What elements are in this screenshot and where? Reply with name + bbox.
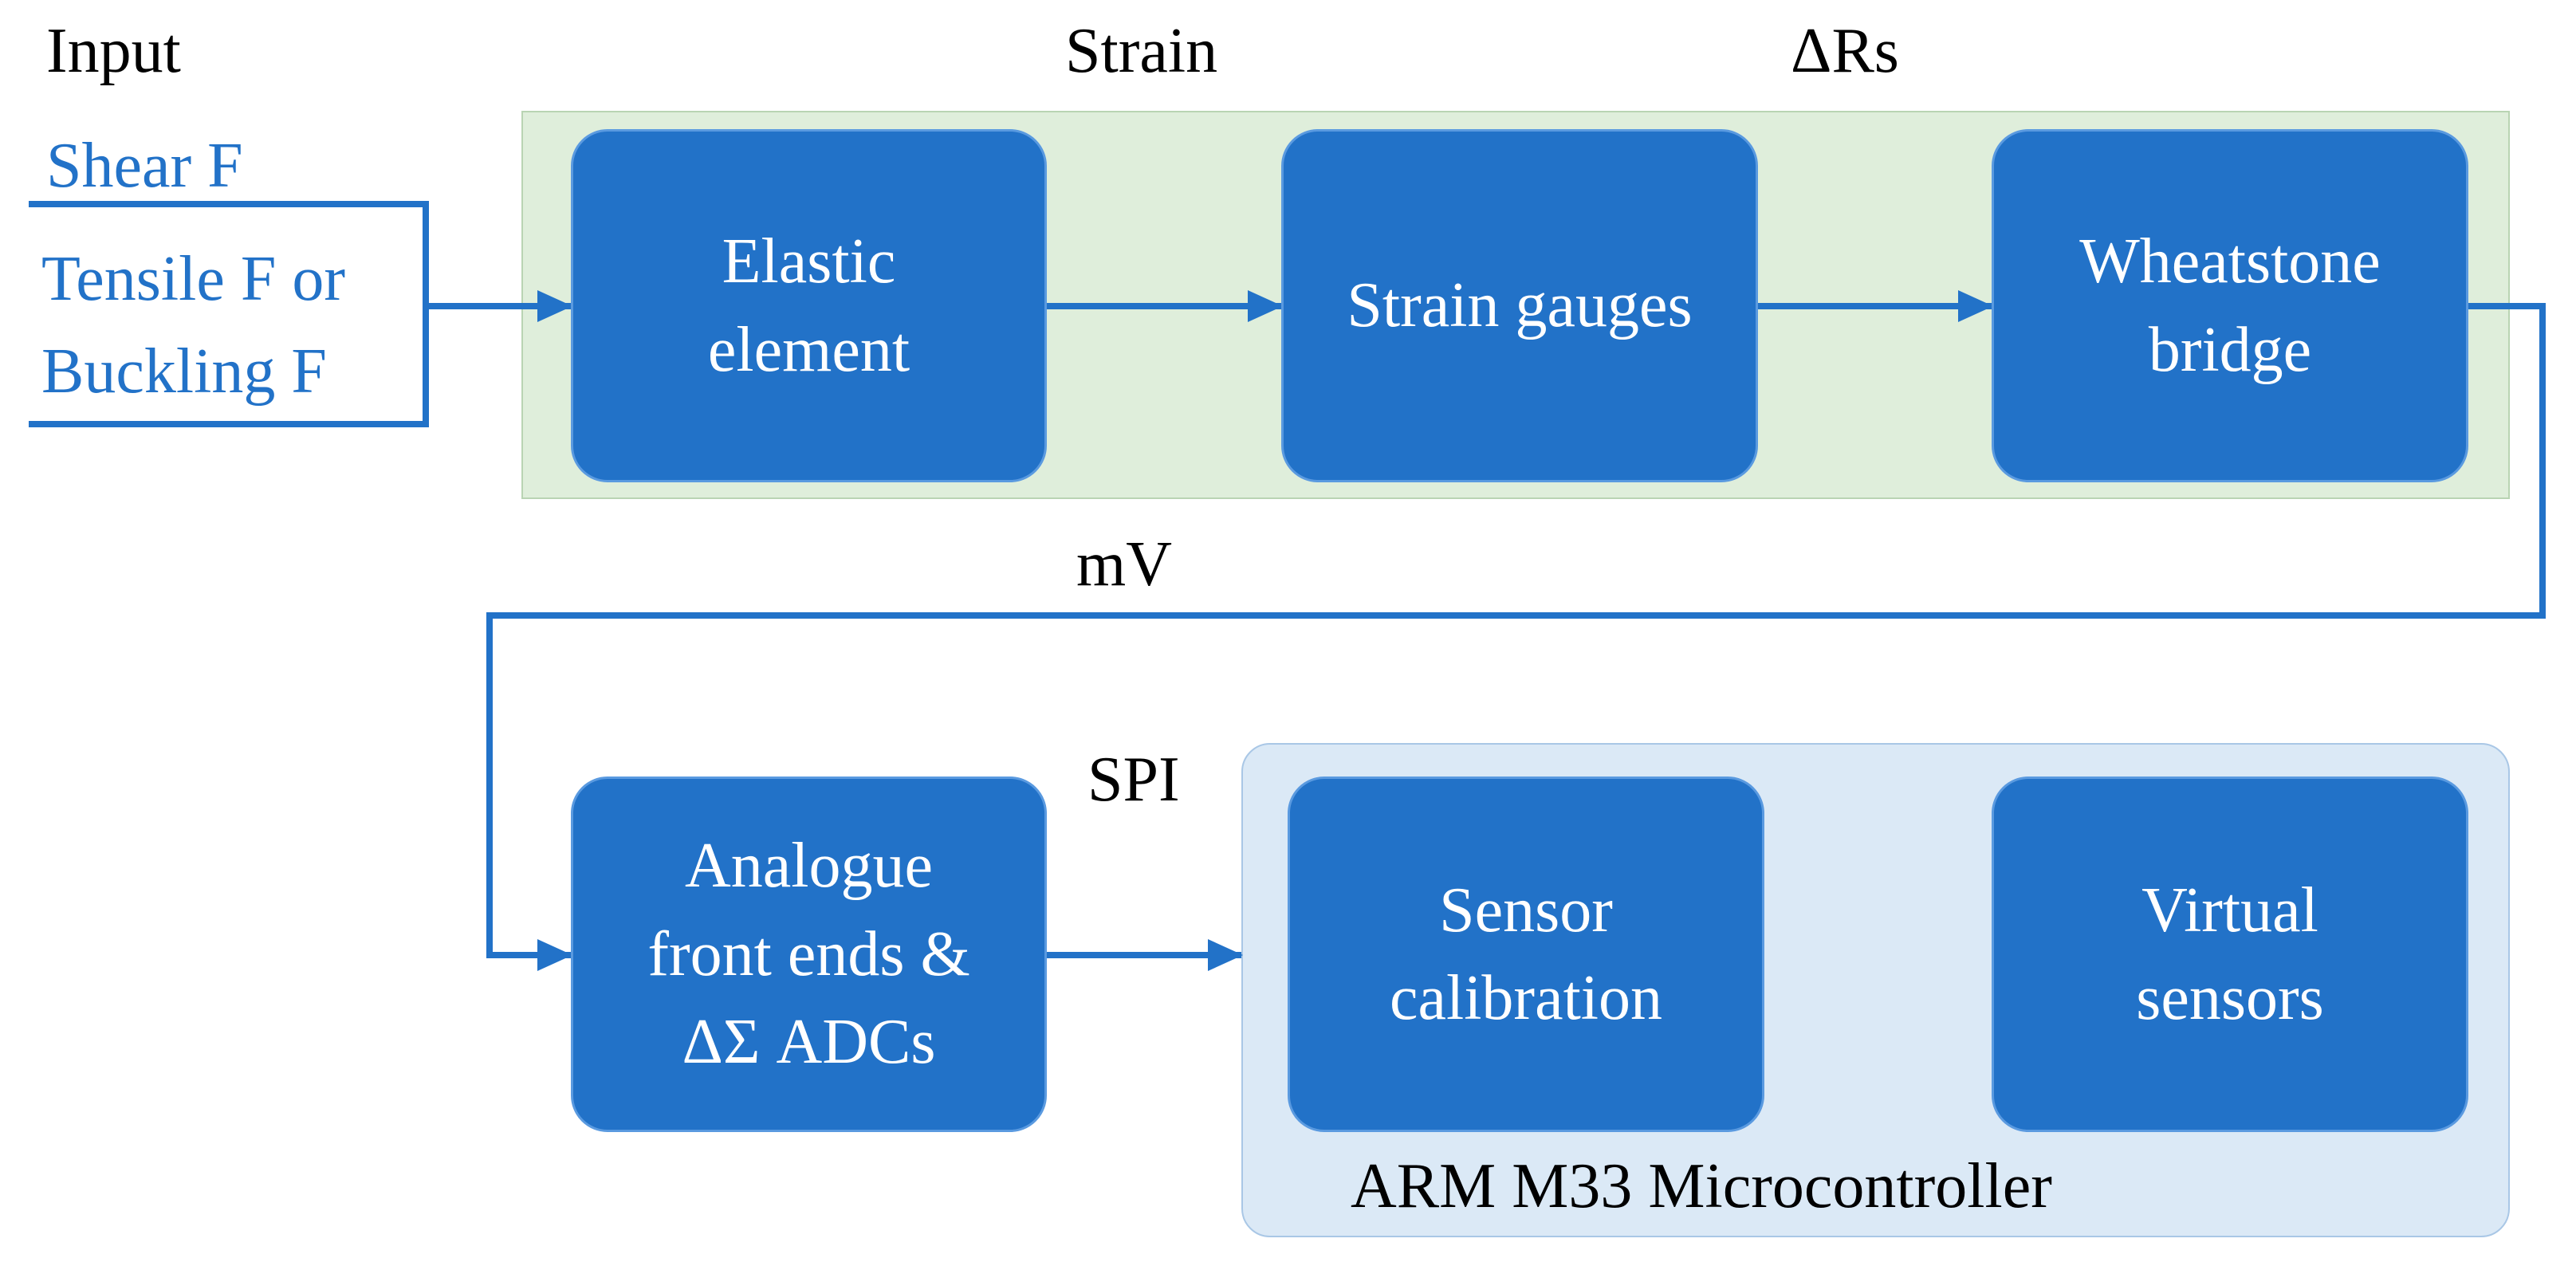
elastic-element-text: Elastic element xyxy=(707,226,910,385)
microcontroller-label: ARM M33 Microcontroller xyxy=(1351,1151,2052,1221)
buckling-force-label: Buckling F xyxy=(41,336,327,407)
sensor-calibration-text: Sensor calibration xyxy=(1389,875,1663,1033)
spi-label: SPI xyxy=(1087,745,1180,815)
delta-rs-label: ΔRs xyxy=(1791,16,1899,86)
elastic-element-block: Elastic element xyxy=(571,129,1047,482)
shear-force-label: Shear F xyxy=(46,131,243,201)
wheatstone-bridge-text: Wheatstone bridge xyxy=(2079,226,2381,385)
strain-label: Strain xyxy=(1065,16,1218,86)
input-label: Input xyxy=(46,16,181,86)
wheatstone-bridge-block: Wheatstone bridge xyxy=(1992,129,2468,482)
strain-gauges-block: Strain gauges xyxy=(1281,129,1758,482)
input-bracket xyxy=(29,201,429,427)
virtual-sensors-text: Virtual sensors xyxy=(2136,875,2324,1033)
mv-label: mV xyxy=(1076,529,1172,600)
virtual-sensors-block: Virtual sensors xyxy=(1992,777,2468,1132)
sensor-calibration-block: Sensor calibration xyxy=(1288,777,1764,1132)
analogue-front-end-block: Analogue front ends & ΔΣ ADCs xyxy=(571,777,1047,1132)
strain-gauges-text: Strain gauges xyxy=(1347,270,1693,341)
tensile-force-label: Tensile F or xyxy=(41,244,346,314)
arrow-bridge-to-afe xyxy=(486,303,2546,971)
analogue-front-end-text: Analogue front ends & ΔΣ ADCs xyxy=(647,831,970,1078)
